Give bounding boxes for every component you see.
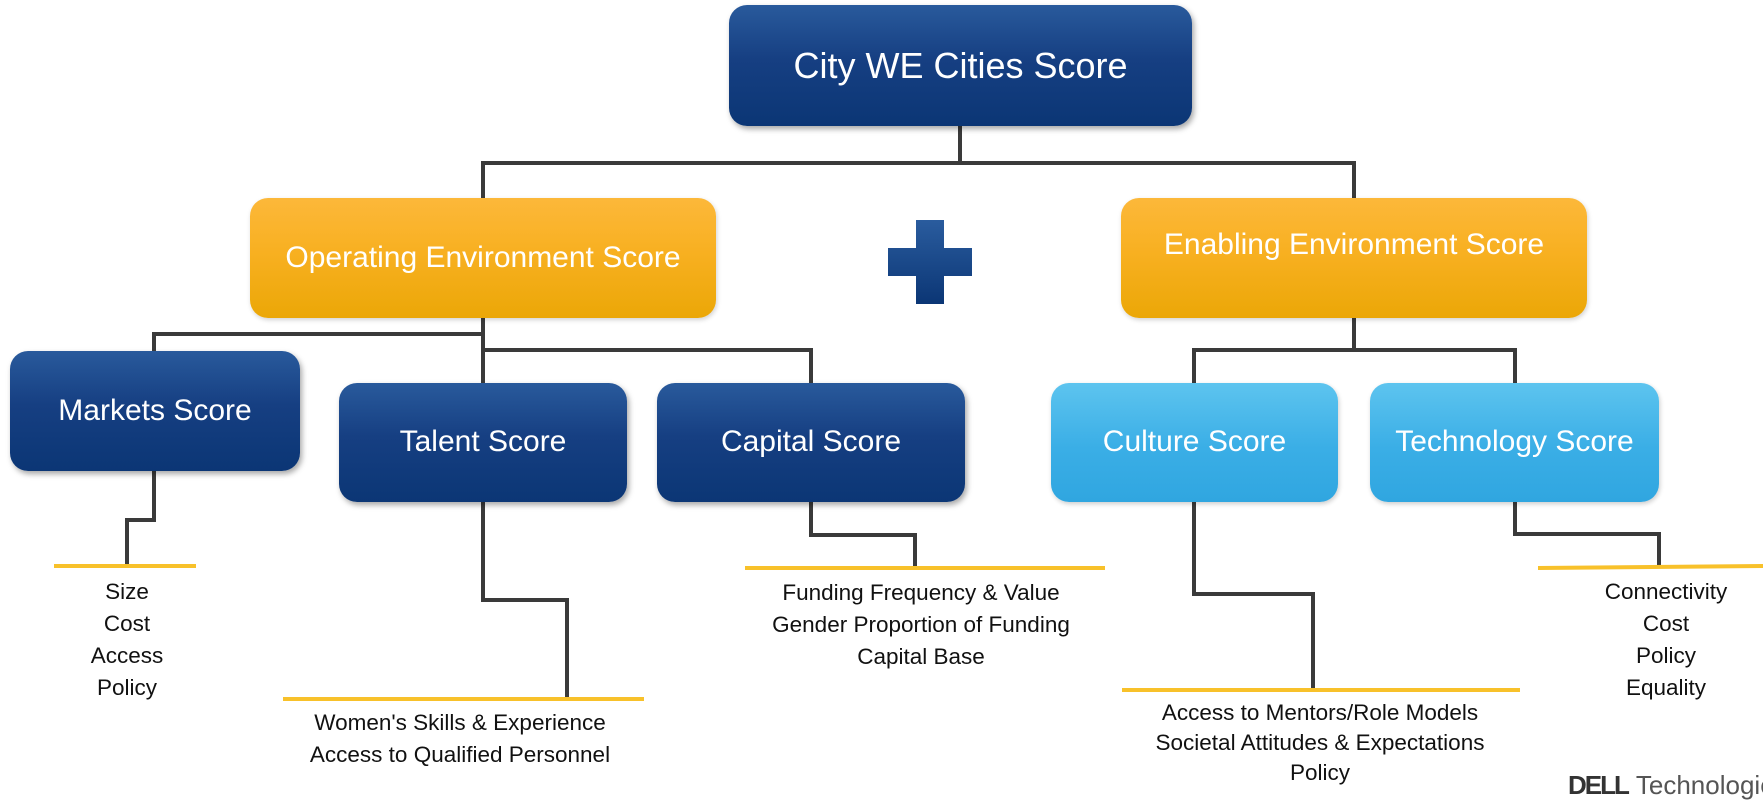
dell-logo-mark: DELL [1568,770,1630,800]
connector-talent-metrics [481,502,569,697]
metric-item: Access to Mentors/Role Models [1161,700,1479,725]
metric-item: Societal Attitudes & Expectations [1155,730,1485,755]
metric-item: Policy [1289,760,1351,785]
culture-score-node: Culture Score [1051,383,1338,502]
culture-metrics-list: Access to Mentors/Role Models Societal A… [1120,698,1520,788]
connector-technology-metrics [1513,502,1661,566]
enabling-environment-label: Enabling Environment Score [1163,228,1545,261]
operating-environment-node: Operating Environment Score [250,198,716,318]
markets-score-node: Markets Score [10,351,300,471]
metric-item: Funding Frequency & Value [782,580,1060,605]
operating-environment-label: Operating Environment Score [285,240,681,274]
technology-metrics-list: Connectivity Cost Policy Equality [1576,576,1756,704]
connector-markets-metrics [125,471,156,565]
capital-score-label: Capital Score [720,425,902,459]
technology-score-label: Technology Score [1395,425,1634,459]
root-node-city-we-cities-score: City WE Cities Score [729,5,1192,126]
connector-enabling-scores [1192,318,1517,383]
metric-item: Size [105,579,149,604]
dell-technologies-logo: DELLTechnologies [1568,772,1763,798]
connector-capital-metrics [809,502,917,566]
talent-metrics-list: Women's Skills & Experience Access to Qu… [280,707,640,771]
capital-score-node: Capital Score [657,383,965,502]
talent-score-node: Talent Score [339,383,627,502]
metric-item: Policy [1635,643,1697,668]
technology-metrics-underline [1537,564,1763,570]
connector-root-branches [481,126,1356,199]
metric-item: Women's Skills & Experience [314,710,606,735]
connector-culture-metrics [1192,502,1315,688]
metric-item: Gender Proportion of Funding [772,612,1070,637]
enabling-environment-node: Enabling Environment Score [1121,198,1587,318]
metric-item: Policy [96,675,158,700]
root-node-label: City WE Cities Score [793,44,1128,86]
dell-logo-text: Technologies [1635,770,1763,800]
plus-icon [888,220,972,304]
metric-item: Connectivity [1604,579,1728,604]
metric-item: Access to Qualified Personnel [309,742,611,767]
culture-score-label: Culture Score [1102,425,1287,459]
markets-metrics-list: Size Cost Access Policy [27,576,227,704]
metric-item: Cost [1642,611,1690,636]
metric-item: Equality [1625,675,1707,700]
metric-item: Capital Base [857,644,985,669]
capital-metrics-list: Funding Frequency & Value Gender Proport… [741,577,1101,673]
metric-item: Cost [103,611,151,636]
markets-score-label: Markets Score [58,393,252,427]
technology-score-node: Technology Score [1370,383,1659,502]
talent-score-label: Talent Score [399,425,567,459]
connector-operating-scores [152,318,813,383]
metric-item: Access [90,643,164,668]
